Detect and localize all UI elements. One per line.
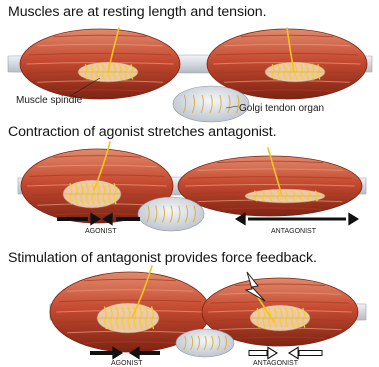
golgi-tendon-organ xyxy=(176,329,234,357)
muscle-spindle-right xyxy=(265,62,325,82)
antagonist-arrow-left-head xyxy=(268,347,277,358)
golgi-tendon-organ xyxy=(173,86,249,122)
label-antagonist: ANTAGONIST xyxy=(253,360,299,367)
golgi-tendon-organ xyxy=(138,197,204,231)
label-golgi-tendon-organ: Golgi tendon organ xyxy=(239,103,324,114)
antagonist-arrow-shaft xyxy=(248,218,346,221)
agonist-arrow-left-shaft xyxy=(57,217,88,221)
label-antagonist: ANTAGONIST xyxy=(271,228,317,235)
antagonist-arrow-right-shaft xyxy=(299,351,322,356)
label-agonist: AGONIST xyxy=(111,360,143,367)
golgi-disc xyxy=(176,329,234,357)
agonist-arrow-left-shaft xyxy=(90,351,113,355)
antagonist-arrow-left-shaft xyxy=(249,351,267,356)
agonist-arrow-right-shaft xyxy=(116,217,140,221)
muscle-belly xyxy=(178,156,362,216)
antagonist-muscle xyxy=(178,156,362,216)
golgi-disc xyxy=(138,197,204,231)
agonist-spindle-contracted xyxy=(63,180,121,208)
antagonist-arrow-right-head xyxy=(349,213,358,224)
agonist-spindle xyxy=(97,303,159,333)
antagonist-spindle xyxy=(250,305,310,331)
label-agonist: AGONIST xyxy=(85,228,117,235)
label-muscle-spindle: Muscle spindle xyxy=(16,95,83,106)
panel-stimulation: AGONIST ANTAGONIST xyxy=(50,266,366,367)
agonist-arrow-right-shaft xyxy=(139,351,160,355)
panel-contraction: AGONIST ANTAGONIST xyxy=(18,142,366,235)
golgi-disc xyxy=(173,86,249,122)
antagonist-arrow-left-head xyxy=(236,213,245,224)
antagonist-spindle-stretched xyxy=(245,189,325,203)
antagonist-arrow-right-head xyxy=(289,347,298,358)
